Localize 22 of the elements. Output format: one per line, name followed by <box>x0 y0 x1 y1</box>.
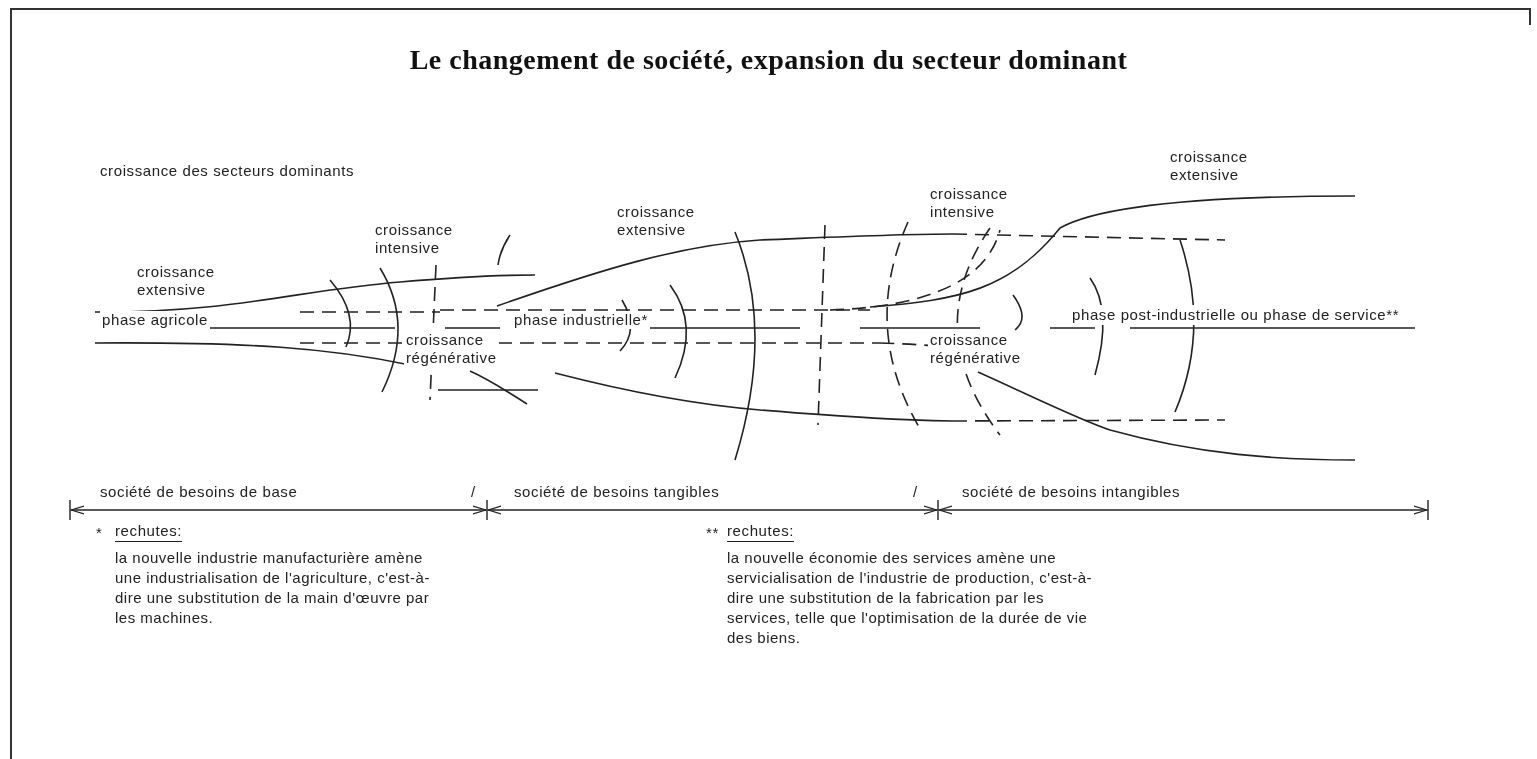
growth-label: croissance intensive <box>375 221 453 257</box>
growth-label: croissance régénérative <box>404 331 499 367</box>
footnote-mark: * <box>96 524 103 542</box>
separator-slash: / <box>471 483 476 501</box>
society-label: société de besoins tangibles <box>514 483 720 501</box>
society-label: société de besoins intangibles <box>962 483 1181 501</box>
footnote-text: la nouvelle industrie manufacturière amène une industrialisation de l'agriculture, c'est-à-dire une substitution de la main d'œuvre par les machines. <box>115 548 431 628</box>
footnote-heading: rechutes: <box>115 522 183 542</box>
growth-label: croissance extensive <box>1170 148 1248 184</box>
growth-label: croissance régénérative <box>928 331 1023 367</box>
society-label: société de besoins de base <box>100 483 298 501</box>
growth-label: croissance extensive <box>617 203 695 239</box>
diagram-title: Le changement de société, expansion du secteur dominant <box>409 44 1128 76</box>
growth-label: croissance extensive <box>137 263 215 299</box>
footnote-heading: rechutes: <box>727 522 795 542</box>
separator-slash: / <box>913 483 918 501</box>
phase-label: phase industrielle* <box>512 311 650 329</box>
phase-label: phase agricole <box>100 311 210 329</box>
axis-label: croissance des secteurs dominants <box>100 162 355 180</box>
footnote-text: la nouvelle économie des services amène une servicialisation de l'industrie de production, c'est-à-dire une substitution de la fabrication par les services, telle que l'optimisation de la durée de vie des biens. <box>727 548 1094 648</box>
footnote-mark: ** <box>706 524 719 542</box>
growth-label: croissance intensive <box>930 185 1008 221</box>
